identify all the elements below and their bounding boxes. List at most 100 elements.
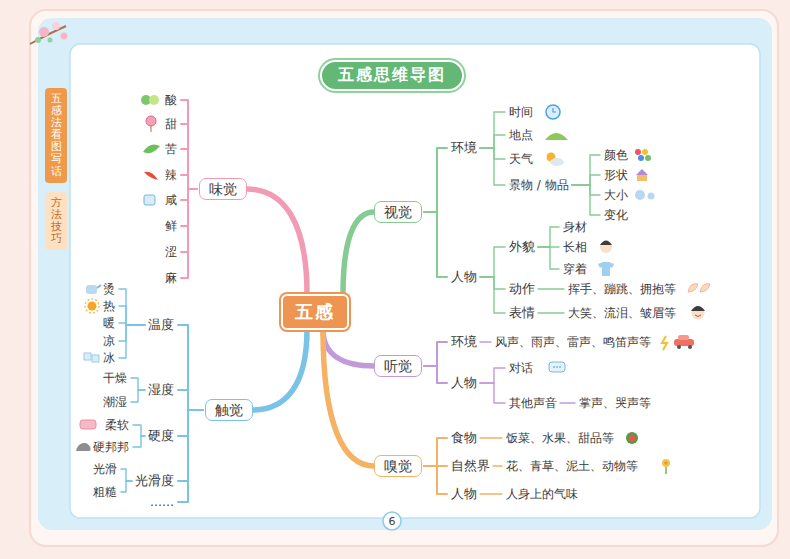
- tree-connector: [181, 124, 197, 189]
- node-text: 景物 / 物品: [509, 178, 569, 192]
- tree-connector: [178, 410, 203, 502]
- category-text-node: 动作: [508, 281, 536, 297]
- detail-text-node: 花、青草、泥土、动物等: [505, 459, 639, 473]
- category-text-node: 食物: [450, 430, 478, 446]
- node-text: 人物: [451, 375, 477, 391]
- blue-frame: [38, 18, 772, 530]
- detail-text-node: 长相: [562, 240, 588, 254]
- detail-text-node: 掌声、哭声等: [578, 396, 652, 410]
- category-text-node: 外貌: [508, 239, 536, 255]
- main-branch-curve: [253, 330, 307, 410]
- node-text: 咸: [165, 193, 177, 207]
- tree-connector: [119, 325, 145, 358]
- section-tab: 五感法看图写话: [45, 88, 67, 183]
- rock-icon: [76, 443, 91, 451]
- tree-connector: [121, 469, 132, 481]
- node-text: 辣: [165, 168, 177, 182]
- tree-connector: [480, 277, 505, 289]
- tree-connector: [538, 288, 564, 289]
- tree-connector: [178, 410, 203, 481]
- node-text: 变化: [604, 208, 628, 222]
- detail-text-node: 甜: [164, 117, 178, 131]
- node-text: 天气: [509, 152, 533, 166]
- tree-connector: [178, 410, 203, 436]
- tree-connector: [480, 112, 505, 148]
- page-number-circle: [383, 512, 401, 530]
- detail-text-node: 其他声音: [508, 396, 558, 410]
- lime-icon: [141, 95, 159, 105]
- node-text: 挥手、蹦跳、拥抱等: [568, 282, 676, 296]
- category-text-node: 湿度: [147, 382, 175, 398]
- soft-icon: [80, 420, 96, 429]
- detail-text-node: 鲜: [164, 219, 178, 233]
- tree-connector: [119, 325, 145, 341]
- category-text-node: 环境: [450, 334, 478, 350]
- tree-connector: [480, 247, 505, 277]
- tree-connector: [424, 148, 447, 212]
- detail-text-node: 烫: [102, 282, 116, 296]
- chili-icon: [144, 172, 158, 180]
- detail-text-node: 天气: [508, 152, 534, 166]
- ice-icon: [84, 353, 99, 362]
- tree-connector: [480, 493, 502, 494]
- weather-icon: [547, 153, 565, 167]
- node-text: 大小: [604, 188, 628, 202]
- detail-text-node: 风声、雨声、雷声、鸣笛声等: [494, 335, 652, 349]
- node-text: 饭菜、水果、甜品等: [506, 431, 614, 445]
- tree-connector: [480, 341, 491, 342]
- node-text: 味觉: [209, 181, 237, 198]
- tree-connector: [538, 312, 564, 313]
- node-text: 穿着: [563, 262, 587, 276]
- node-text: 光滑: [93, 462, 117, 476]
- clock-icon: [546, 105, 560, 119]
- detail-text-node: 颜色: [603, 148, 629, 162]
- detail-text-node: 冰: [102, 351, 116, 365]
- node-text: 人身上的气味: [506, 487, 578, 501]
- salt-icon: [144, 195, 155, 205]
- tree-connector: [131, 378, 145, 390]
- tree-connector: [181, 189, 197, 278]
- page-number: 6: [389, 515, 396, 528]
- tree-connector: [121, 481, 132, 492]
- node-text: 热: [103, 299, 115, 313]
- node-text: 食物: [451, 430, 477, 446]
- tree-connector: [133, 436, 145, 447]
- section-tab-text: 方法技巧: [51, 197, 62, 245]
- watermelon-icon: [626, 432, 638, 444]
- category-text-node: 人物: [450, 269, 478, 285]
- node-text: 硬度: [148, 428, 174, 444]
- detail-text-node: 光滑: [92, 462, 118, 476]
- leaf-icon: [143, 144, 160, 153]
- detail-text-node: 景物 / 物品: [508, 178, 570, 192]
- tree-connector: [480, 148, 505, 159]
- color-dots-icon: [635, 149, 651, 161]
- title-text: 五感思维导图: [338, 65, 446, 86]
- detail-text-node: 麻: [164, 271, 178, 285]
- detail-text-node: 涩: [164, 245, 178, 259]
- tree-connector: [133, 425, 145, 436]
- detail-text-node: 大笑、流泪、皱眉等: [567, 306, 677, 320]
- node-text: 环境: [451, 334, 477, 350]
- detail-text-node: 对话: [508, 361, 534, 375]
- node-text: 身材: [563, 220, 587, 234]
- central-topic: 五感: [281, 294, 349, 330]
- node-text: 硬邦邦: [93, 440, 129, 454]
- tree-connector: [181, 175, 197, 189]
- face-icon: [600, 241, 612, 254]
- node-text: 视觉: [384, 204, 412, 221]
- main-branch-curve: [323, 330, 374, 366]
- node-text: 潮湿: [103, 395, 127, 409]
- tree-connector: [480, 437, 502, 438]
- node-text: 时间: [509, 105, 533, 119]
- tree-connector: [119, 306, 145, 325]
- car-icon: [674, 335, 694, 349]
- node-text: 自然界: [451, 458, 490, 474]
- detail-text-node: 硬邦邦: [92, 440, 130, 454]
- node-text: 粗糙: [93, 485, 117, 499]
- node-text: 光滑度: [135, 473, 174, 489]
- tree-connector: [424, 212, 447, 277]
- tree-connector: [178, 390, 203, 410]
- node-text: 烫: [103, 282, 115, 296]
- node-text: 动作: [509, 281, 535, 297]
